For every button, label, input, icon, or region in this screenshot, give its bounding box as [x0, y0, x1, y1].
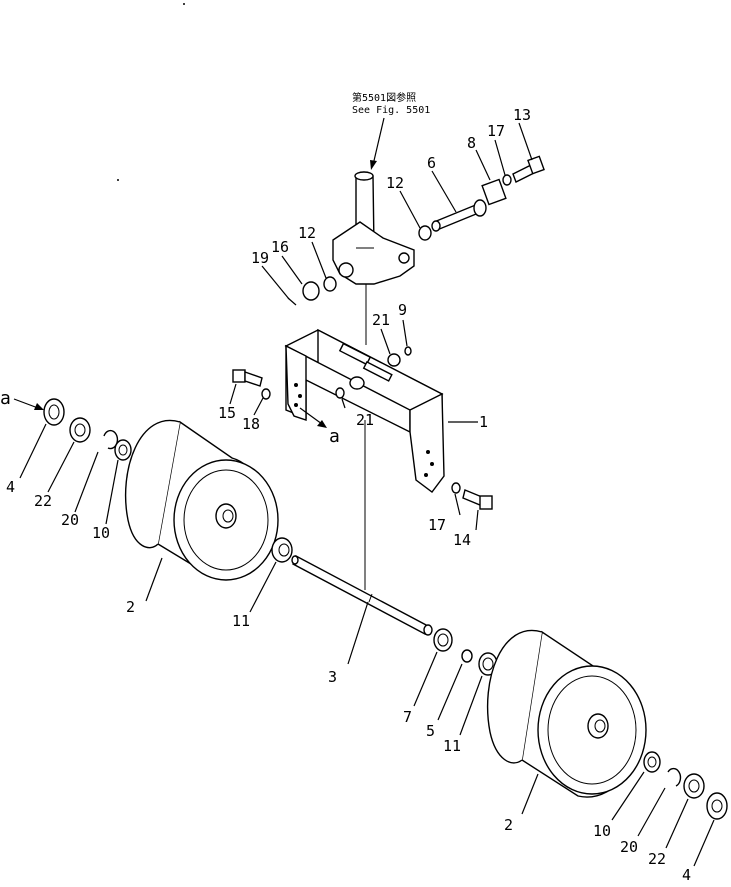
callout-4: 4 — [6, 478, 15, 496]
hub-cap-4-right — [706, 792, 728, 820]
swivel-bracket — [332, 171, 415, 285]
leader-lines — [19, 122, 715, 867]
frame — [284, 328, 445, 493]
speck — [117, 179, 119, 181]
hub-cap-4-left — [43, 398, 65, 426]
callout-10: 10 — [92, 524, 110, 542]
bushing-11-left — [271, 537, 293, 563]
callout-17: 17 — [487, 122, 505, 140]
reference-label-en: See Fig. 5501 — [352, 105, 430, 116]
snap-ring-20-left — [103, 429, 119, 450]
callout-7: 7 — [403, 708, 412, 726]
bolt-15 — [232, 369, 263, 387]
callout-15: 15 — [218, 404, 236, 422]
callout-4: 4 — [682, 866, 691, 882]
callout-6: 6 — [427, 154, 436, 172]
callout-11: 11 — [443, 737, 461, 755]
callout-21: 21 — [372, 311, 390, 329]
ring-5 — [461, 649, 473, 663]
reference-leader — [372, 117, 385, 166]
bolt-14 — [462, 489, 493, 510]
view-arrow-frame — [299, 407, 323, 425]
reference-label-jp: 第5501図参照 — [352, 91, 416, 104]
bolt-13 — [512, 155, 545, 183]
reference-arrowhead — [370, 160, 377, 170]
pivot-bolt — [431, 199, 487, 232]
speck — [183, 3, 185, 5]
callout-18: 18 — [242, 415, 260, 433]
seal-10-left — [114, 439, 132, 461]
callout-2: 2 — [126, 598, 135, 616]
view-arrowhead-frame — [317, 420, 327, 428]
callout-12: 12 — [386, 174, 404, 192]
callout-11: 11 — [232, 612, 250, 630]
washer-17-bottom — [451, 482, 461, 494]
callout-20: 20 — [620, 838, 638, 856]
plate-8 — [481, 178, 507, 206]
callout-22: 22 — [34, 492, 52, 510]
callout-2: 2 — [504, 816, 513, 834]
grease-fitting-21-front — [335, 387, 345, 399]
callout-14: 14 — [453, 531, 471, 549]
collar-7 — [433, 628, 453, 652]
callout-5: 5 — [426, 722, 435, 740]
bearing-22-left — [69, 417, 91, 443]
callout-21: 21 — [356, 411, 374, 429]
callout-20: 20 — [61, 511, 79, 529]
callout-19: 19 — [251, 249, 269, 267]
view-arrow-left — [13, 398, 39, 409]
callout-9: 9 — [398, 301, 407, 319]
callout-8: 8 — [467, 134, 476, 152]
callout-3: 3 — [328, 668, 337, 686]
view-marker-frame: a — [329, 426, 340, 447]
snap-ring-20-right — [667, 767, 682, 787]
ring-9 — [404, 346, 412, 356]
seal-10-right — [643, 751, 661, 773]
callout-16: 16 — [271, 238, 289, 256]
callout-10: 10 — [593, 822, 611, 840]
nut-12-left — [323, 276, 337, 292]
nut-16 — [302, 281, 320, 301]
callout-1: 1 — [479, 413, 488, 431]
callout-13: 13 — [513, 106, 531, 124]
washer-17-top — [502, 174, 512, 186]
wheel-right — [486, 629, 647, 798]
wheel-left — [124, 419, 279, 581]
callout-12: 12 — [298, 224, 316, 242]
grease-fitting-21-top — [387, 353, 401, 367]
callout-17: 17 — [428, 516, 446, 534]
view-marker-left: a — [0, 388, 11, 409]
axle-shaft — [291, 555, 433, 636]
pin-19 — [287, 297, 297, 306]
washer-18 — [261, 388, 271, 400]
bearing-22-right — [683, 773, 705, 799]
view-arrowhead-left — [34, 403, 44, 410]
callout-22: 22 — [648, 850, 666, 868]
nut-12-right — [418, 225, 432, 241]
